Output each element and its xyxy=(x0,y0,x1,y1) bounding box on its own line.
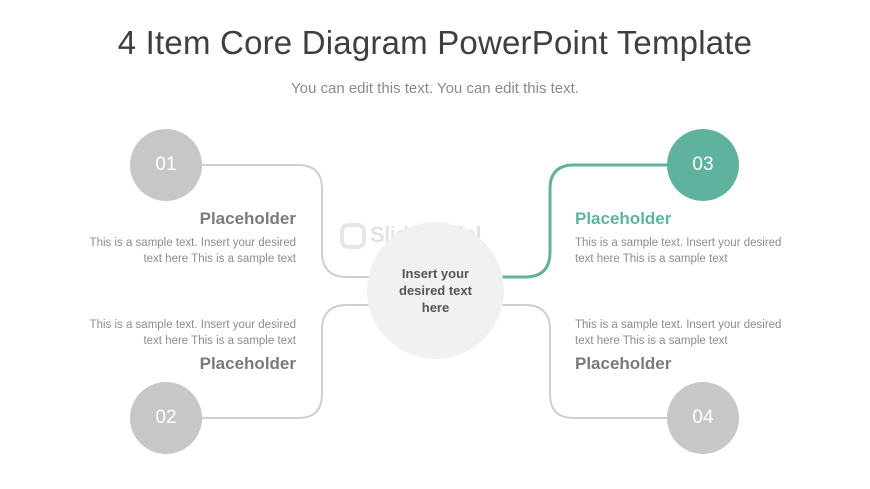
item-03-text-line2: text here This is a sample text xyxy=(575,253,728,265)
item-03-title: Placeholder xyxy=(575,209,672,228)
item-01-text: This is a sample text. Insert your desir… xyxy=(56,235,296,267)
item-04-number: 04 xyxy=(692,407,714,428)
item-04-text-line1: This is a sample text. Insert your desir… xyxy=(575,319,782,331)
item-03-text: This is a sample text. Insert your desir… xyxy=(575,235,815,267)
connector-02 xyxy=(200,304,372,419)
core-text: Insert your desired text here xyxy=(399,266,472,315)
item-04-text: This is a sample text. Insert your desir… xyxy=(575,317,815,349)
item-02-circle: 02 xyxy=(130,382,202,454)
watermark-icon xyxy=(340,223,366,250)
item-03-text-line1: This is a sample text. Insert your desir… xyxy=(575,237,782,249)
item-02-number: 02 xyxy=(155,407,177,428)
item-04-title: Placeholder xyxy=(575,354,672,373)
item-01-text-line1: This is a sample text. Insert your desir… xyxy=(89,237,296,249)
connector-01 xyxy=(200,164,372,278)
core-circle: Insert your desired text here xyxy=(367,222,504,359)
item-02-title: Placeholder xyxy=(199,354,296,373)
item-03-number: 03 xyxy=(692,154,714,175)
item-02-text-line2: text here This is a sample text xyxy=(143,335,296,347)
slide-subtitle: You can edit this text. You can edit thi… xyxy=(291,80,579,97)
slide-title: 4 Item Core Diagram PowerPoint Template xyxy=(117,24,753,61)
item-04-text-line2: text here This is a sample text xyxy=(575,335,728,347)
item-02-text: This is a sample text. Insert your desir… xyxy=(56,317,296,349)
item-01-number: 01 xyxy=(155,154,177,175)
connector-03 xyxy=(500,163,670,279)
item-02-text-line1: This is a sample text. Insert your desir… xyxy=(89,319,296,331)
item-01-text-line2: text here This is a sample text xyxy=(143,253,296,265)
item-01-circle: 01 xyxy=(130,129,202,201)
item-01-title: Placeholder xyxy=(199,209,296,228)
item-04-circle: 04 xyxy=(667,382,739,454)
connector-04 xyxy=(500,304,670,419)
item-03-circle: 03 xyxy=(667,129,739,201)
